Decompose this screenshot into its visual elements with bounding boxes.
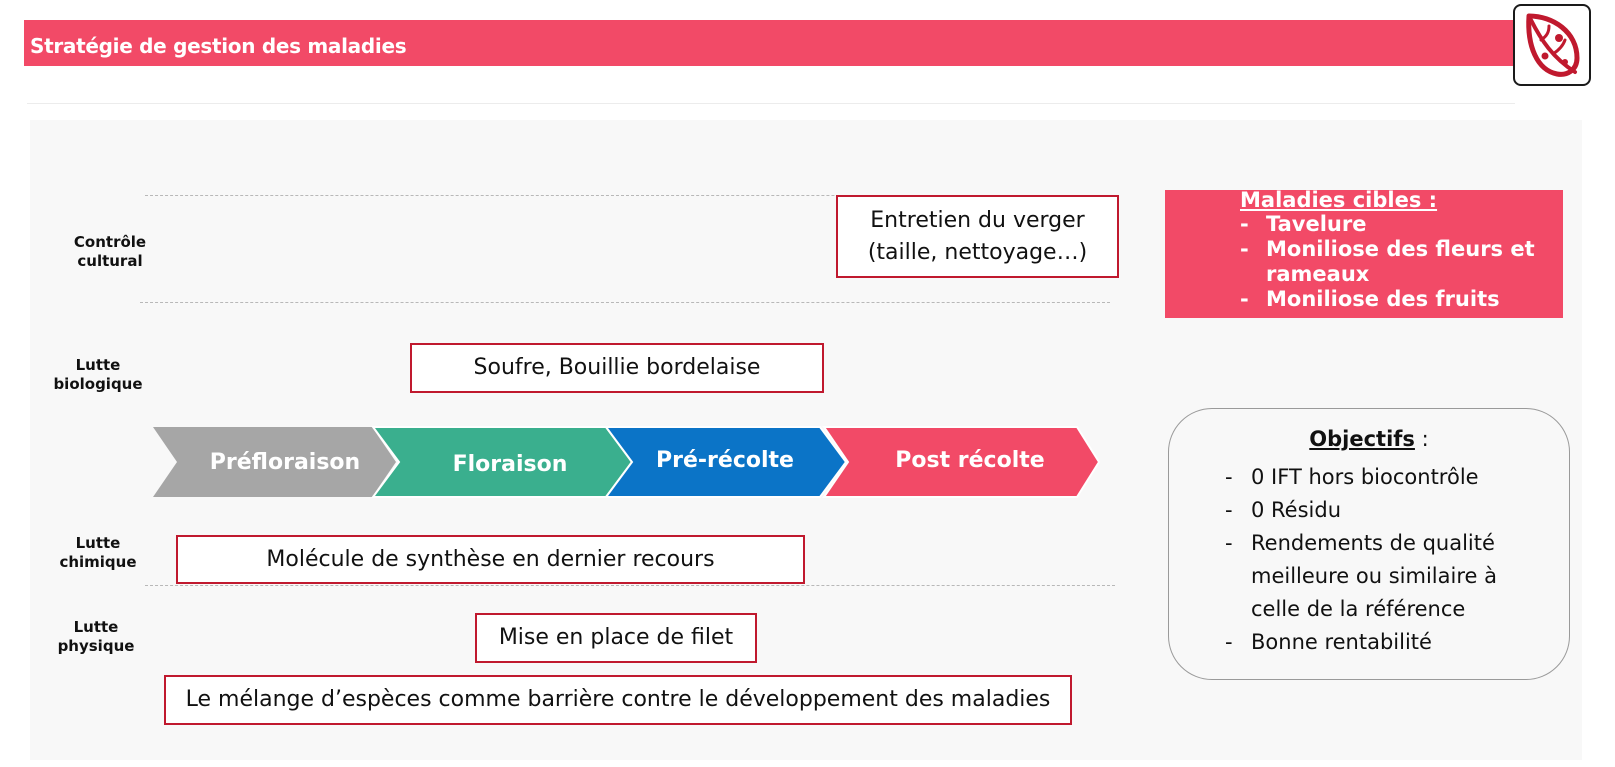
row-label-lutte-chimique: Lutte chimique	[59, 534, 137, 571]
separator-chimique	[145, 585, 1115, 586]
list-item: 0 Résidu	[1225, 494, 1521, 527]
action-melange: Le mélange d’espèces comme barrière cont…	[164, 675, 1072, 725]
stage-label-prefloraison: Préfloraison	[209, 450, 361, 475]
leaf-logo	[1513, 4, 1591, 86]
action-molecule: Molécule de synthèse en dernier recours	[176, 535, 805, 584]
list-item: Bonne rentabilité	[1225, 626, 1521, 659]
divider	[27, 103, 1515, 104]
target-diseases-box: Maladies cibles : Tavelure Moniliose des…	[1165, 188, 1566, 318]
stage-label-pre-recolte: Pré-récolte	[656, 448, 794, 473]
leaf-icon	[1526, 13, 1580, 77]
row-label-lutte-physique: Lutte physique	[57, 618, 135, 655]
list-item: Moniliose des fruits	[1240, 287, 1566, 312]
row-label-lutte-biologique: Lutte biologique	[53, 356, 143, 393]
stage-label-floraison: Floraison	[452, 452, 568, 477]
list-item: Tavelure	[1240, 212, 1566, 237]
action-soufre: Soufre, Bouillie bordelaise	[410, 343, 824, 393]
separator-cultural	[140, 302, 1110, 303]
target-diseases-title: Maladies cibles :	[1240, 188, 1438, 212]
stage-label-post-recolte: Post récolte	[895, 448, 1045, 473]
stage-chevron-prefloraison	[153, 427, 396, 497]
action-filet: Mise en place de filet	[475, 613, 757, 663]
action-entretien-verger: Entretien du verger (taille, nettoyage…)	[836, 195, 1119, 278]
separator-top	[145, 195, 1110, 196]
objectives-list: 0 IFT hors biocontrôle 0 Résidu Rendemen…	[1225, 461, 1521, 659]
header-bar: Stratégie de gestion des maladies	[24, 20, 1524, 66]
list-item: Rendements de qualité meilleure ou simil…	[1225, 527, 1521, 626]
stage-chevron-post-recolte	[822, 426, 1101, 498]
list-item: 0 IFT hors biocontrôle	[1225, 461, 1521, 494]
objectives-title: Objectifs :	[1309, 427, 1429, 451]
page-title: Stratégie de gestion des maladies	[30, 34, 407, 58]
list-item: Moniliose des fleurs et rameaux	[1240, 237, 1566, 287]
stage-chevron-pre-recolte	[604, 426, 848, 498]
row-label-controle-cultural: Contrôle cultural	[73, 233, 147, 270]
target-diseases-list: Tavelure Moniliose des fleurs et rameaux…	[1240, 212, 1566, 312]
objectives-box: Objectifs : 0 IFT hors biocontrôle 0 Rés…	[1168, 408, 1570, 680]
